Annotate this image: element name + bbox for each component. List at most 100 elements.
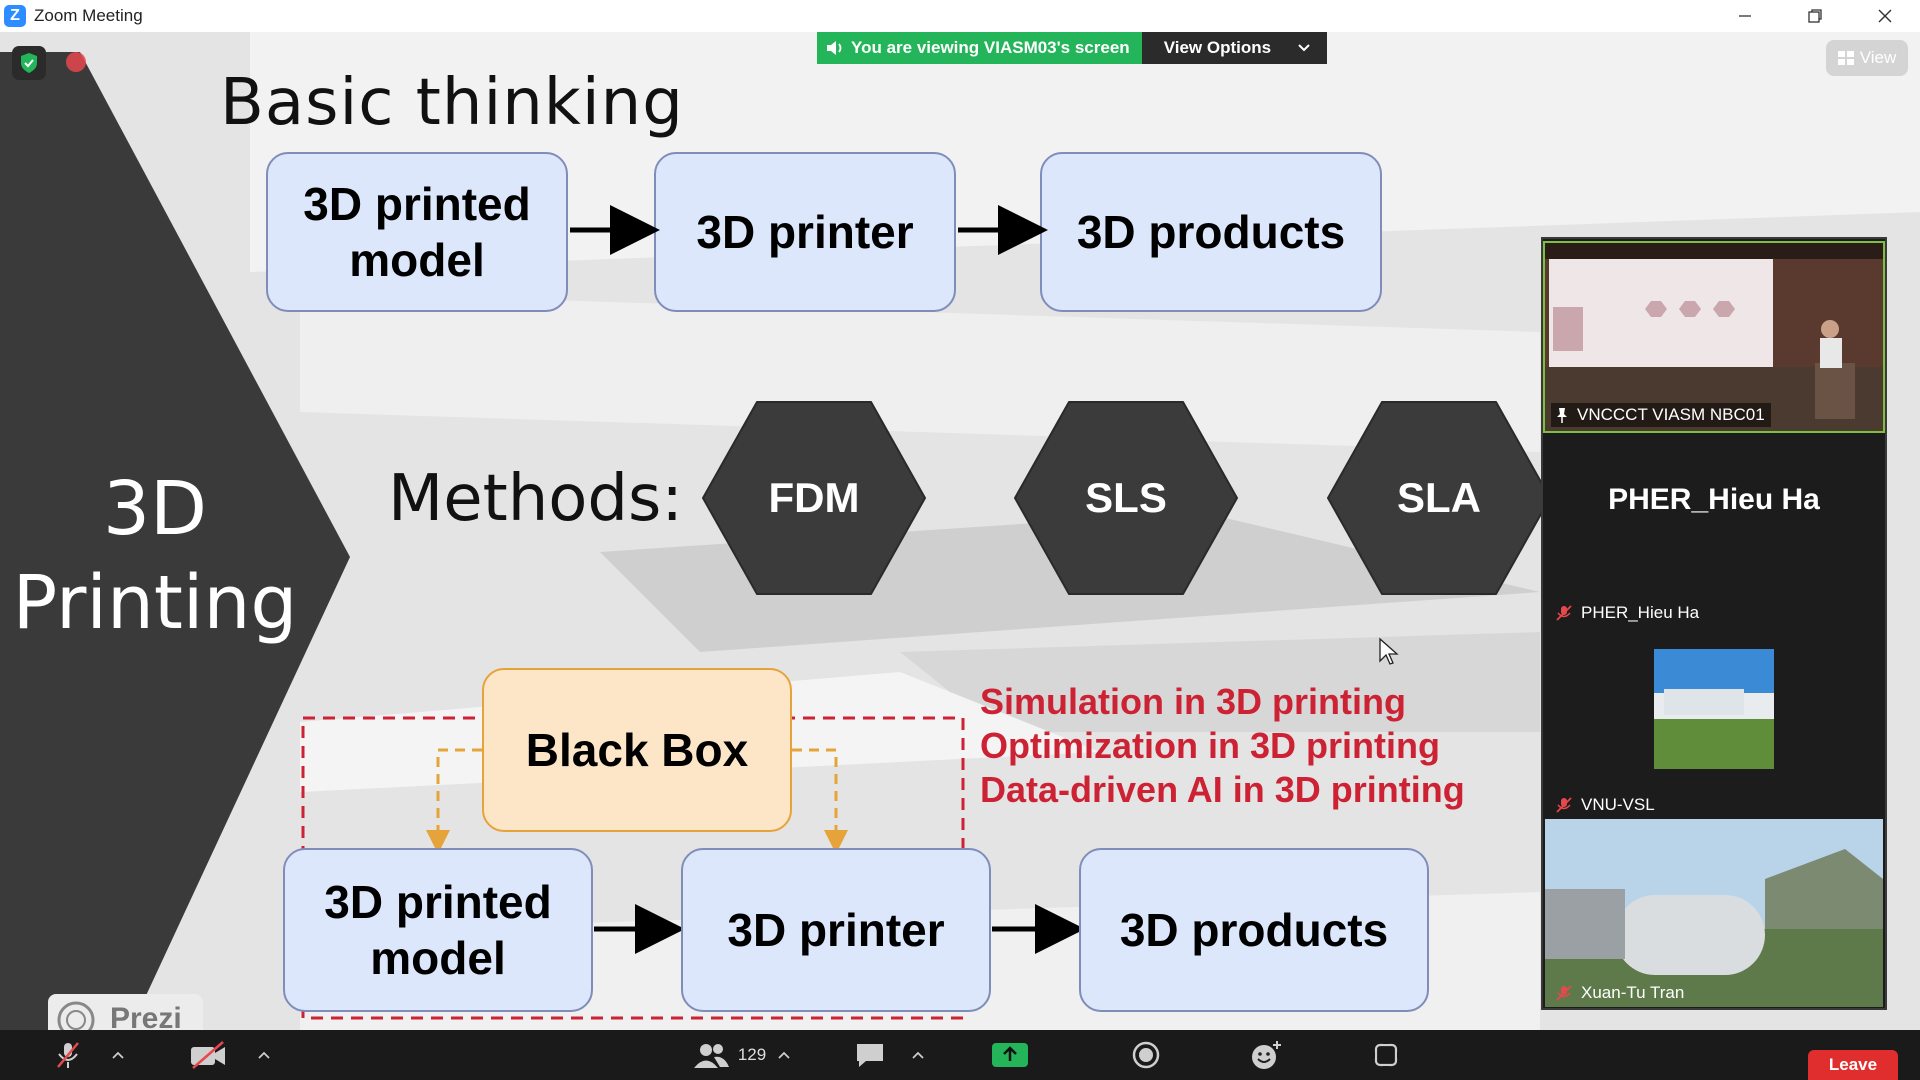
start-video-button[interactable] <box>186 1030 230 1080</box>
participants-button[interactable]: 129 <box>684 1030 774 1080</box>
method-label: SLS <box>1085 474 1167 521</box>
method-hex-sls: SLS <box>1013 398 1239 598</box>
restore-icon <box>1808 9 1822 23</box>
speaker-icon <box>827 41 842 55</box>
hexagon-shape <box>1014 401 1238 595</box>
mouse-cursor-icon <box>1379 637 1399 665</box>
video-options-button[interactable] <box>252 1030 276 1080</box>
prezi-text: Prezi <box>110 1002 182 1030</box>
recording-indicator-icon <box>66 52 86 72</box>
method-label: SLA <box>1397 474 1481 521</box>
research-topics: Simulation in 3D printing Optimization i… <box>980 680 1465 812</box>
leave-button[interactable]: Leave <box>1808 1050 1898 1080</box>
viewing-notice: You are viewing VIASM03's screen <box>817 32 1142 64</box>
top-box-printed-model: 3D printed model <box>266 152 568 312</box>
mic-muted-icon <box>1556 985 1572 1001</box>
side-label-line1: 3D <box>102 466 208 552</box>
participant-name: VNCCCT VIASM NBC01 <box>1577 405 1765 424</box>
prezi-logo-icon <box>57 1001 95 1030</box>
method-hex-sla: SLA <box>1326 398 1552 598</box>
topic-simulation: Simulation in 3D printing <box>980 681 1406 722</box>
black-box: Black Box <box>482 668 792 832</box>
mic-muted-icon <box>1556 797 1572 813</box>
method-hex-fdm: FDM <box>701 398 927 598</box>
participant-display-name: PHER_Hieu Ha <box>1608 483 1820 516</box>
participant-avatar <box>1654 649 1774 769</box>
bottom-box-printer: 3D printer <box>681 848 991 1012</box>
participant-video <box>1545 819 1883 1007</box>
side-label-line2: Printing <box>12 560 298 646</box>
shield-icon <box>21 53 37 73</box>
window-controls <box>1710 0 1920 32</box>
view-layout-button[interactable]: View <box>1826 40 1908 76</box>
method-label: FDM <box>768 474 860 521</box>
hexagon-shape <box>1327 401 1551 595</box>
chevron-up-icon <box>912 1051 924 1059</box>
hexagon-shape <box>702 401 926 595</box>
topic-data-driven-ai: Data-driven AI in 3D printing <box>980 769 1465 810</box>
mic-muted-icon <box>57 1042 79 1068</box>
chevron-down-icon <box>1298 44 1310 52</box>
methods-label: Methods: <box>388 462 683 536</box>
view-options-button[interactable]: View Options <box>1141 32 1328 64</box>
minimize-icon <box>1739 15 1751 17</box>
window-titlebar: Z Zoom Meeting <box>0 0 1920 32</box>
restore-button[interactable] <box>1780 0 1850 32</box>
top-box-products: 3D products <box>1040 152 1382 312</box>
security-shield-button[interactable] <box>12 46 46 80</box>
participant-tile-3[interactable]: VNU-VSL <box>1545 627 1883 819</box>
chevron-up-icon <box>258 1051 270 1059</box>
apps-button[interactable] <box>1366 1030 1406 1080</box>
close-icon <box>1878 9 1892 23</box>
record-button[interactable] <box>1126 1030 1166 1080</box>
chevron-up-icon <box>778 1051 790 1059</box>
share-screen-button[interactable] <box>990 1030 1030 1080</box>
pin-icon <box>1557 408 1567 423</box>
view-options-label: View Options <box>1163 38 1272 57</box>
video-off-icon <box>191 1041 225 1069</box>
participants-count: 129 <box>737 1045 767 1064</box>
side-hexagon <box>0 52 350 1030</box>
window-title: Zoom Meeting <box>34 6 143 25</box>
participant-name-tag: Xuan-Tu Tran <box>1555 983 1684 1003</box>
topic-optimization: Optimization in 3D printing <box>980 725 1440 766</box>
chat-options-button[interactable] <box>906 1030 930 1080</box>
chat-button[interactable] <box>850 1030 890 1080</box>
viewing-text: You are viewing VIASM03's screen <box>851 38 1130 57</box>
mute-button[interactable] <box>48 1030 88 1080</box>
share-screen-icon <box>992 1043 1028 1067</box>
audio-options-button[interactable] <box>106 1030 130 1080</box>
chevron-up-icon <box>112 1051 124 1059</box>
participant-tile-1[interactable]: VNCCCT VIASM NBC01 <box>1543 241 1885 433</box>
participant-name: VNU-VSL <box>1581 795 1655 814</box>
participant-gallery: VNCCCT VIASM NBC01 PHER_Hieu Ha PHER_Hie… <box>1541 237 1887 1010</box>
screen-share-banner: You are viewing VIASM03's screen View Op… <box>817 32 1328 64</box>
participant-name: PHER_Hieu Ha <box>1581 603 1700 622</box>
bottom-box-products: 3D products <box>1079 848 1429 1012</box>
top-box-printer: 3D printer <box>654 152 956 312</box>
participant-name-tag: VNCCCT VIASM NBC01 <box>1551 403 1771 427</box>
view-label: View <box>1859 48 1897 67</box>
zoom-logo-icon: Z <box>4 5 26 27</box>
participant-video <box>1545 243 1883 431</box>
participants-options-button[interactable] <box>772 1030 796 1080</box>
participant-tile-2[interactable]: PHER_Hieu Ha PHER_Hieu Ha <box>1545 435 1883 627</box>
participants-icon <box>693 1044 729 1068</box>
participant-name-tag: PHER_Hieu Ha <box>1555 603 1699 623</box>
chat-icon <box>857 1044 883 1067</box>
participant-tile-4[interactable]: Xuan-Tu Tran <box>1545 819 1883 1007</box>
slide-title: Basic thinking <box>220 66 684 140</box>
side-label: 3D Printing <box>0 462 310 650</box>
grid-layout-icon <box>1837 51 1854 65</box>
close-window-button[interactable] <box>1850 0 1920 32</box>
minimize-button[interactable] <box>1710 0 1780 32</box>
apps-icon <box>1371 1040 1401 1070</box>
participant-name-tag: VNU-VSL <box>1555 795 1655 815</box>
reactions-button[interactable] <box>1246 1030 1286 1080</box>
bottom-box-printed-model: 3D printed model <box>283 848 593 1012</box>
record-icon <box>1132 1041 1160 1069</box>
meeting-toolbar: 129 <box>0 1030 1920 1080</box>
prezi-watermark: Prezi <box>48 994 203 1030</box>
mic-muted-icon <box>1556 605 1572 621</box>
emoji-add-icon <box>1252 1041 1281 1069</box>
